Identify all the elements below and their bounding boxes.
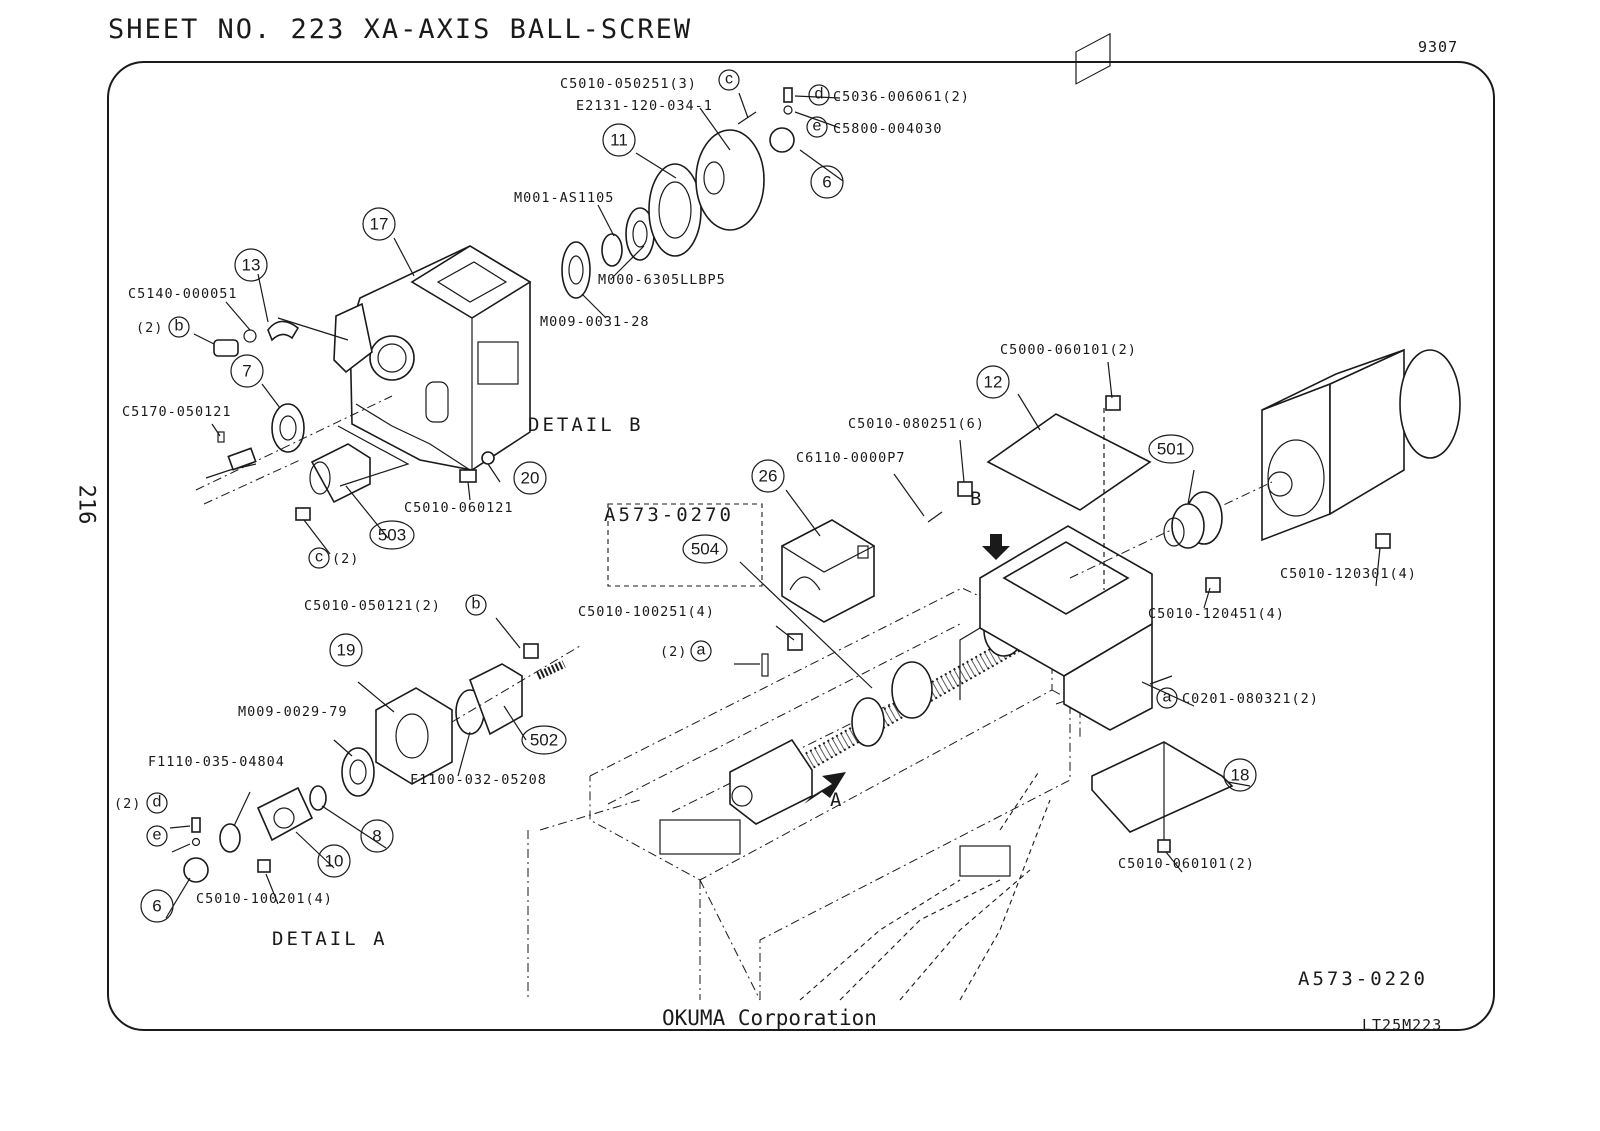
part-label: C5010-120301(4) [1280,566,1417,582]
part-label: C5010-100251(4) [578,604,715,620]
bracket-26-drawing [780,519,876,623]
part-label: C5010-100201(4) [196,891,333,907]
drawing-number: A573-0220 [1298,968,1428,990]
callout-6-bottom: 6 [152,897,161,916]
callout-19: 19 [337,641,356,660]
footer-drawing-code: LT25M223 [1362,1016,1443,1034]
part-label: C5000-060101(2) [1000,342,1137,358]
callout-6-top: 6 [822,173,831,192]
part-label: M001-AS1105 [514,190,614,206]
ballscrew-drawing [729,603,1045,825]
letter-marker: c [725,71,733,88]
part-label: M009-0029-79 [238,704,348,720]
callout-11: 11 [610,131,628,150]
callout-8: 8 [372,827,381,846]
housing-17-drawing [333,245,532,471]
sheet-title: SHEET NO. 223 XA-AXIS BALL-SCREW [108,14,693,45]
callout-502: 502 [530,731,558,750]
callout-501: 501 [1157,440,1185,459]
motor-drawing [1069,348,1461,579]
part-label: C5010-060121 [404,500,514,516]
letter-markers: c d e b c b a a d e [146,69,1178,847]
part-labels: C5010-050251(3) E2131-120-034-1 C5036-00… [114,76,1428,990]
letter-marker: b [175,318,184,335]
detail-a-drawing [183,643,581,883]
part-label: C5010-050121(2) [304,598,441,614]
letter-marker: d [153,794,162,811]
callouts: 11 6 17 13 7 20 503 12 501 26 504 19 502… [140,123,1257,923]
callout-17: 17 [370,215,389,234]
letter-marker: c [315,549,323,566]
part-label: (2) [114,796,141,812]
cover-18-drawing [1091,741,1234,853]
assembly-box [607,503,763,587]
callout-10: 10 [325,852,344,871]
callout-7: 7 [242,362,251,381]
part-label: M009-0031-28 [540,314,650,330]
drawing-frame [107,61,1495,1031]
part-label: C5010-050251(3) [560,76,697,92]
callout-503: 503 [378,526,406,545]
part-label: F1100-032-05208 [410,772,547,788]
letter-marker: d [815,86,824,103]
part-label: M000-6305LLBP5 [598,272,726,288]
cover-12-drawing [986,408,1152,590]
part-label: C0201-080321(2) [1182,691,1319,707]
letter-marker: b [472,596,481,613]
callout-12: 12 [984,373,1003,392]
letter-marker: e [153,827,162,844]
detail-b-small-parts [195,317,495,521]
part-label: C5140-000051 [128,286,238,302]
sheet-code: 9307 [1418,38,1459,56]
coupling-501-drawing [1163,491,1223,549]
part-label: (2) [660,644,687,660]
housing-right-drawing [959,32,1153,731]
footer-company: OKUMA Corporation [662,1006,877,1030]
view-b-label: B [970,488,981,510]
part-label: C6110-0000P7 [796,450,906,466]
detail-b-label: DETAIL B [528,414,644,436]
part-label: C5036-006061(2) [833,89,970,105]
detail-a-label: DETAIL A [272,928,388,950]
part-label: C5010-080251(6) [848,416,985,432]
callout-26: 26 [759,467,778,486]
part-label: (2) [332,551,359,567]
leader-lines [165,92,1381,919]
letter-marker: e [813,118,822,135]
callout-504: 504 [691,540,719,559]
callout-20: 20 [521,469,540,488]
callout-18: 18 [1231,766,1250,785]
part-label: (2) [136,320,163,336]
bearing-stack-drawing [561,87,795,299]
callout-13: 13 [242,256,261,275]
letter-marker: a [697,642,706,659]
letter-marker: a [1163,689,1172,706]
part-label: E2131-120-034-1 [576,98,713,114]
part-label: C5800-004030 [833,121,943,137]
part-label: C5170-050121 [122,404,232,420]
part-label: C5010-120451(4) [1148,606,1285,622]
assembly-number: A573-0270 [604,504,734,526]
part-label: C5010-060101(2) [1118,856,1255,872]
view-a-label: A [830,789,842,811]
part-label: F1110-035-04804 [148,754,285,770]
